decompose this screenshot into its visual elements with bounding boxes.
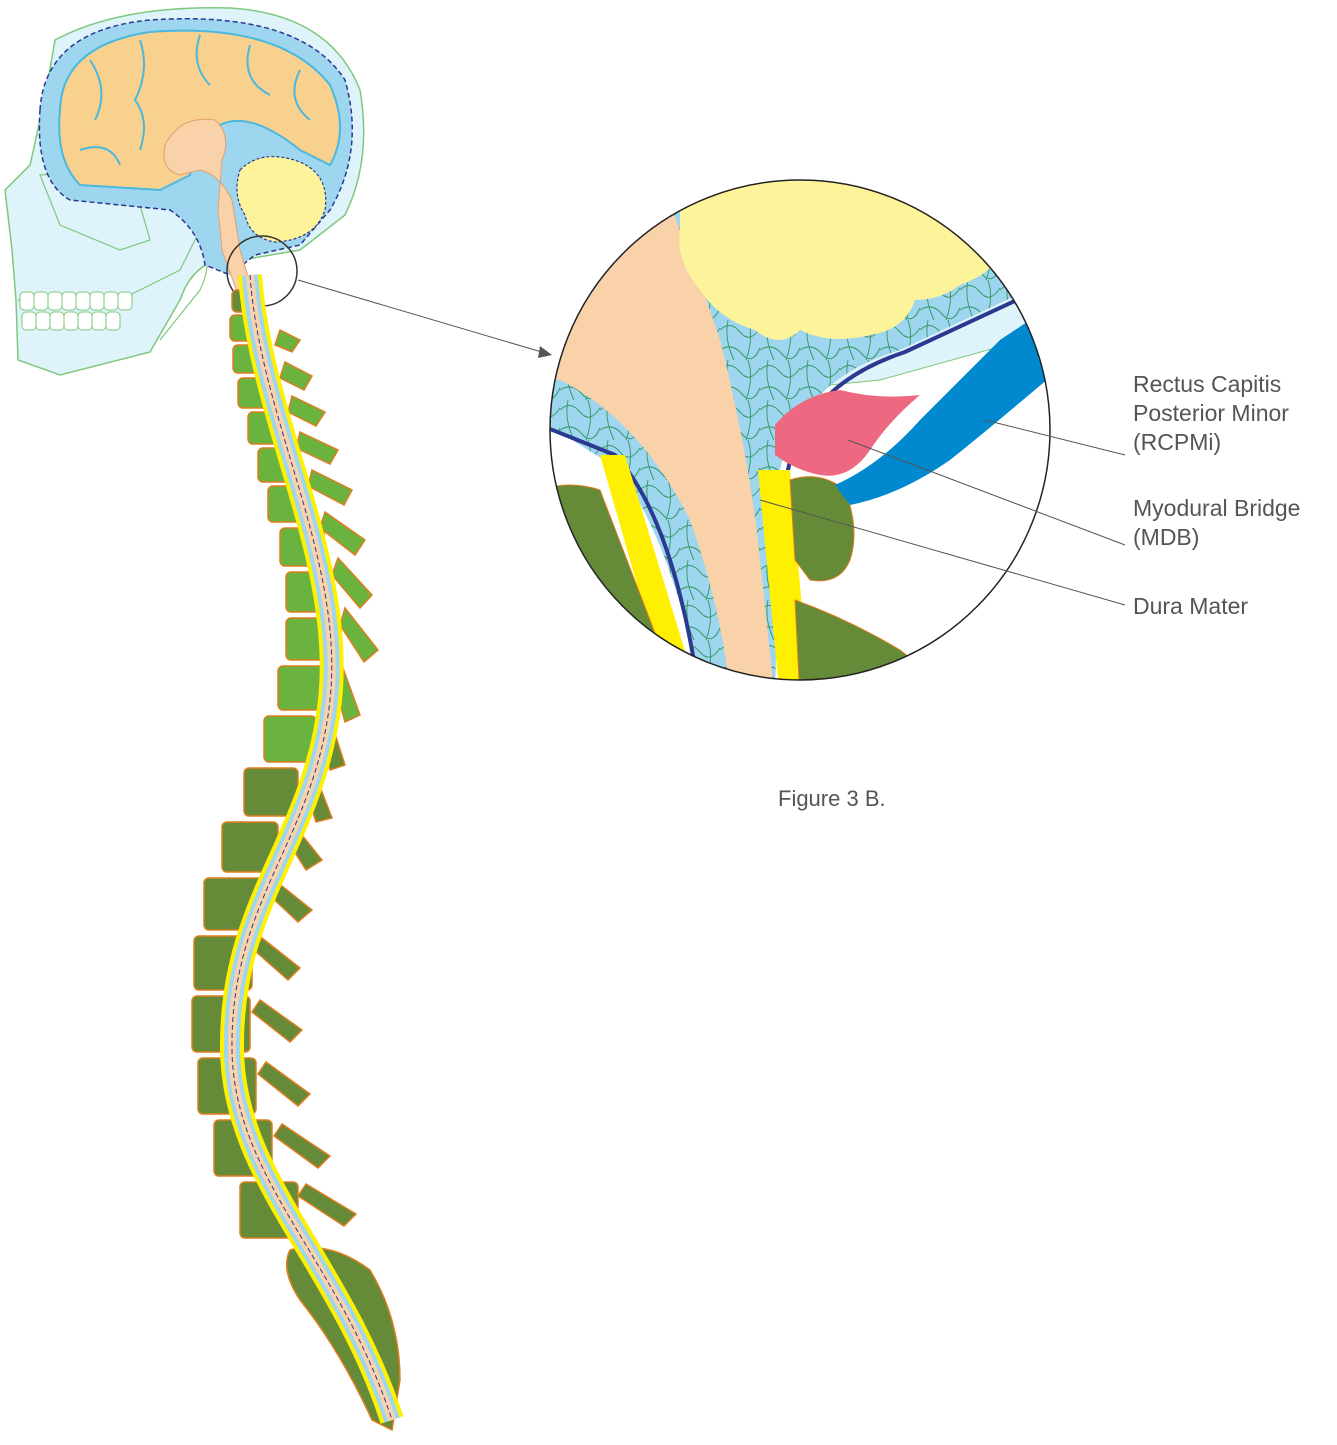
zoom-arrow — [298, 280, 552, 358]
head-group — [5, 8, 364, 375]
zoom-detail — [540, 170, 1070, 700]
figure-caption: Figure 3 B. — [778, 786, 886, 812]
label-rcpmi-line3: (RCPMi) — [1133, 428, 1289, 457]
label-mdb-line1: Myodural Bridge — [1133, 494, 1300, 523]
label-mdb-line2: (MDB) — [1133, 523, 1300, 552]
label-dura: Dura Mater — [1133, 592, 1248, 621]
label-rcpmi: Rectus Capitis Posterior Minor (RCPMi) — [1133, 370, 1289, 457]
label-rcpmi-line2: Posterior Minor — [1133, 399, 1289, 428]
label-rcpmi-line1: Rectus Capitis — [1133, 370, 1289, 399]
label-mdb: Myodural Bridge (MDB) — [1133, 494, 1300, 552]
label-dura-line1: Dura Mater — [1133, 592, 1248, 621]
